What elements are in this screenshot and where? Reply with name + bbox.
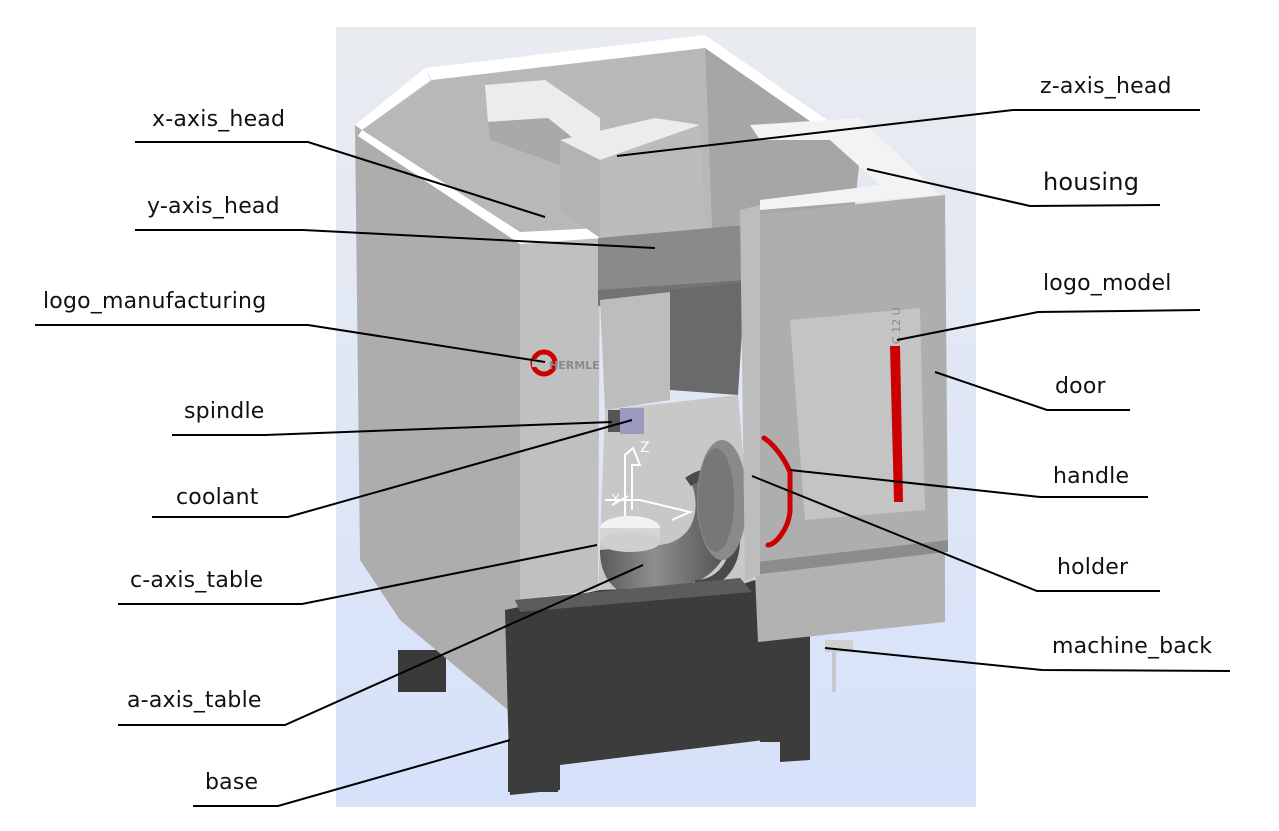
leader-z-axis-head xyxy=(616,109,1200,157)
axis-y-label: Y xyxy=(611,492,620,506)
leader-housing xyxy=(866,168,1161,208)
label-base: base xyxy=(205,770,259,795)
label-logo-model: logo_model xyxy=(1043,271,1172,296)
c-axis-table-part xyxy=(600,516,660,552)
label-housing: housing xyxy=(1043,168,1140,196)
label-a-axis-table: a-axis_table xyxy=(127,688,262,713)
label-holder: holder xyxy=(1057,555,1129,580)
door-stripe xyxy=(890,346,903,502)
axis-z-label: Z xyxy=(640,440,650,456)
holder-part xyxy=(697,440,747,560)
manufacturer-logo-text: HERMLE xyxy=(549,359,600,372)
leader-base xyxy=(193,739,511,807)
label-door: door xyxy=(1055,374,1106,399)
base-part xyxy=(505,578,810,795)
leader-machine-back xyxy=(824,647,1231,672)
door-part xyxy=(740,195,948,642)
axis-triad xyxy=(605,446,694,521)
manufacturer-logo xyxy=(530,349,558,377)
model-logo: C 12 U xyxy=(890,307,903,344)
y-axis-head-part xyxy=(598,225,745,410)
leader-logo-manufacturing xyxy=(35,324,546,363)
housing xyxy=(355,35,940,720)
label-machine-back: machine_back xyxy=(1052,634,1213,659)
leader-y-axis-head xyxy=(135,229,656,249)
label-coolant: coolant xyxy=(176,485,259,510)
leader-x-axis-head xyxy=(135,141,546,218)
leader-a-axis-table xyxy=(118,564,644,726)
leader-handle xyxy=(789,469,1148,498)
label-c-axis-table: c-axis_table xyxy=(130,568,264,593)
leader-door xyxy=(934,371,1130,411)
leader-logo-model xyxy=(896,309,1201,341)
z-axis-head-part xyxy=(600,125,705,238)
label-logo-manufacturing: logo_manufacturing xyxy=(43,289,267,314)
label-y-axis-head: y-axis_head xyxy=(147,194,280,219)
leader-coolant xyxy=(152,419,633,518)
leader-spindle xyxy=(172,421,613,436)
label-spindle: spindle xyxy=(184,399,265,424)
leader-lines xyxy=(35,109,1231,807)
leader-holder xyxy=(751,475,1160,592)
label-z-axis-head: z-axis_head xyxy=(1040,74,1172,99)
label-x-axis-head: x-axis_head xyxy=(152,107,286,132)
label-handle: handle xyxy=(1053,464,1130,489)
x-axis-head-part xyxy=(485,80,700,238)
leader-c-axis-table xyxy=(118,544,598,605)
